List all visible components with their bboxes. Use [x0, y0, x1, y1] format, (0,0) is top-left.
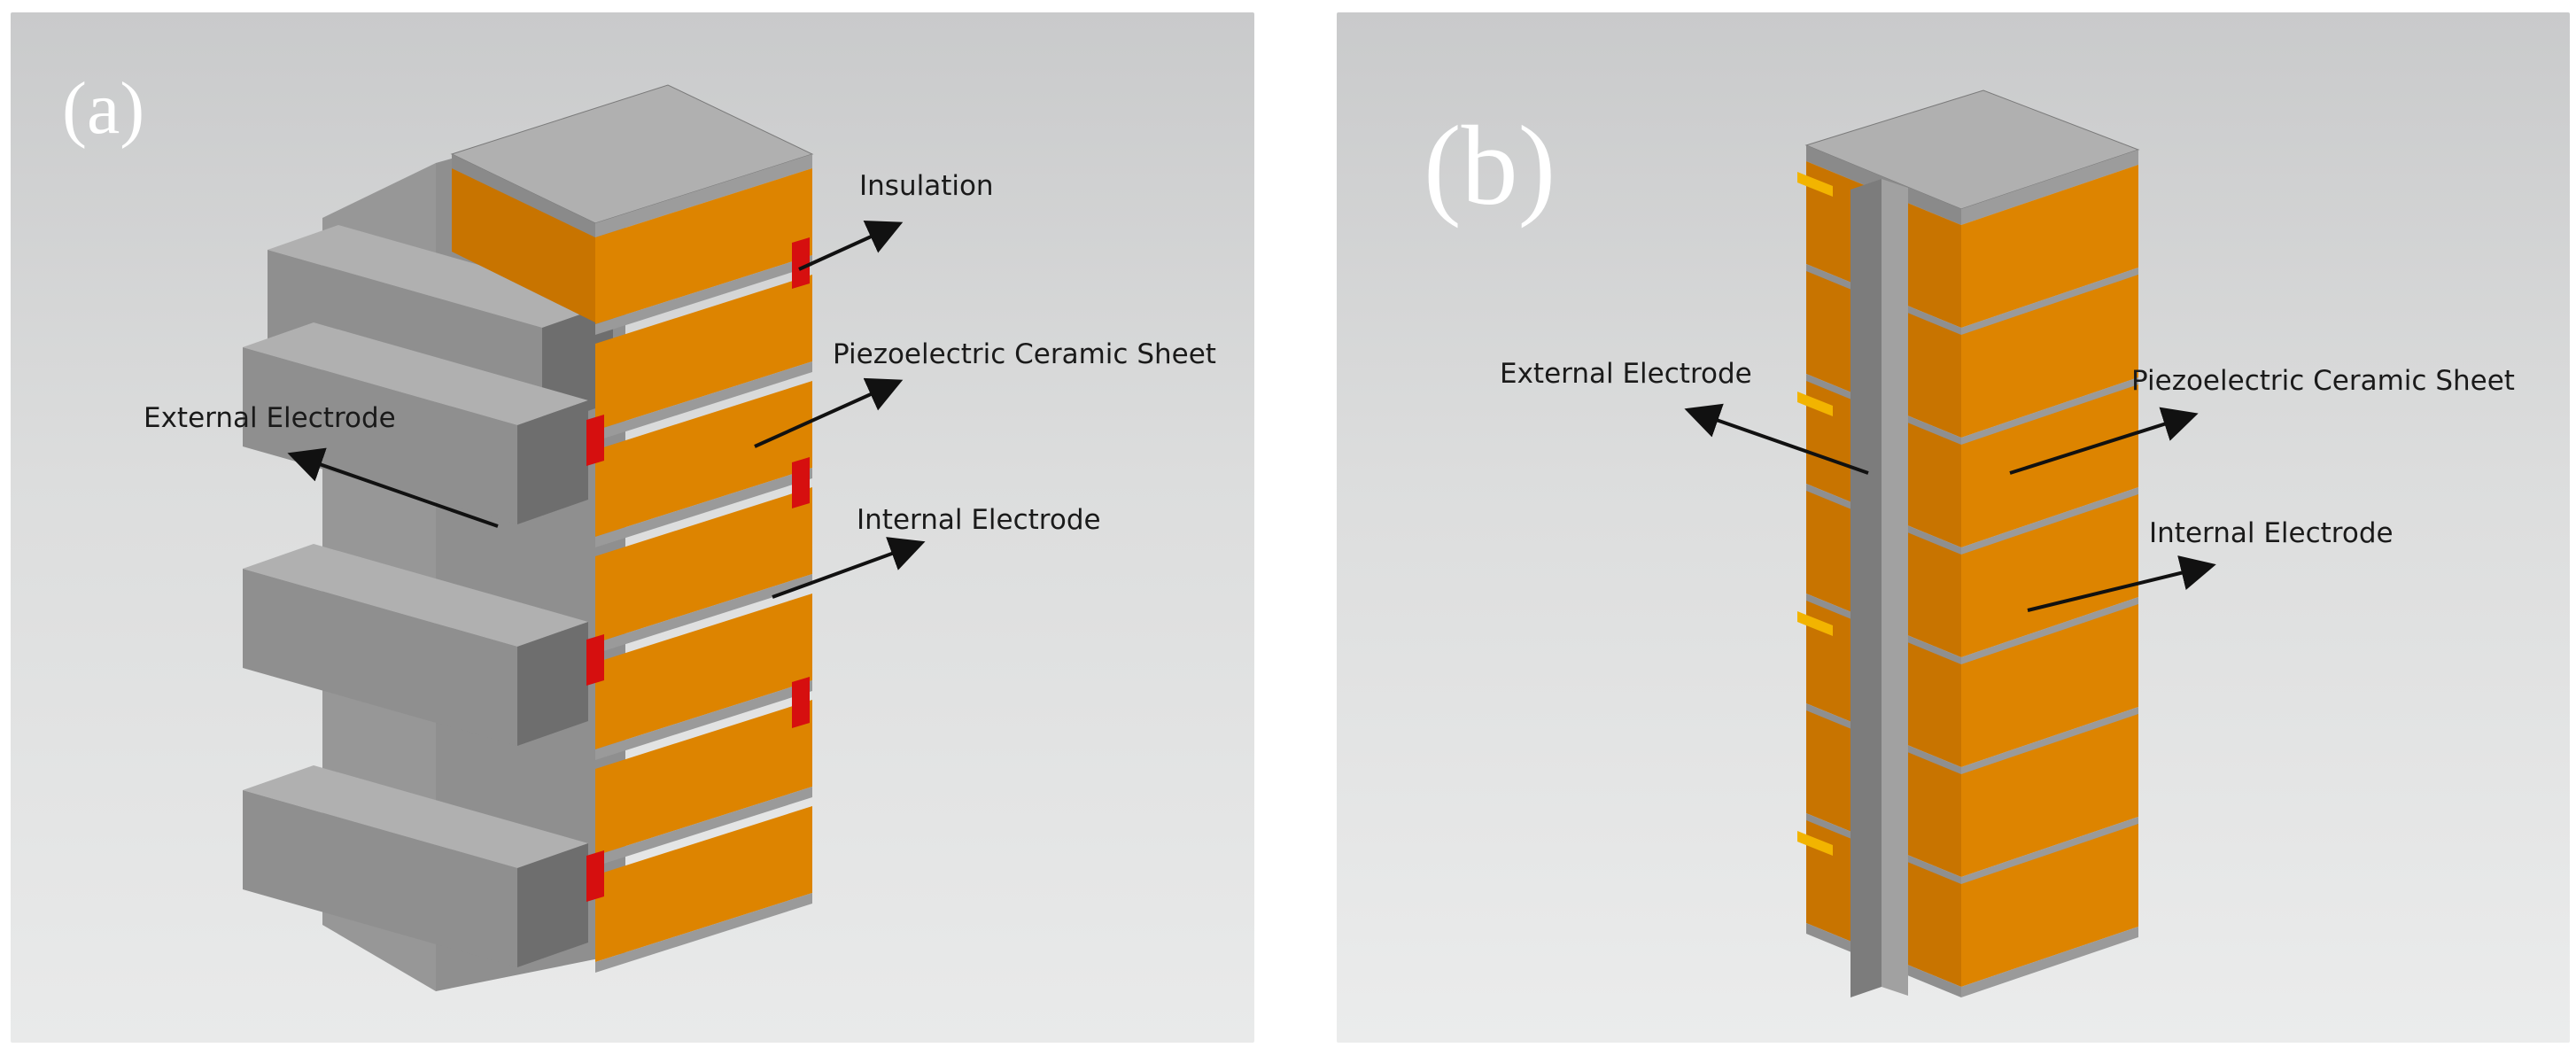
- internal-electrode-a-4: [595, 680, 812, 760]
- external-electrode-finger-face-1: [243, 347, 517, 524]
- ceramic-sheet-a-0: [595, 168, 812, 324]
- internal-electrode-a-2: [595, 468, 812, 547]
- external-electrode-finger-face-3: [243, 790, 517, 967]
- ceramic-sheet-side-top-a: [452, 168, 595, 322]
- insulation-block-4: [792, 677, 810, 728]
- insulation-block-3: [586, 634, 604, 686]
- insulation-block-2: [792, 457, 810, 508]
- callout-external-electrode-b: External Electrode: [1500, 358, 1752, 390]
- internal-electrode-a-6: [595, 893, 812, 973]
- panel-a: (a) Insulation Piezoelectric Ceramic She…: [11, 12, 1254, 1043]
- inner-edge-b-2: [1797, 392, 1833, 416]
- external-electrode-finger-top-3: [243, 765, 588, 868]
- external-electrode-finger-end-1: [517, 400, 588, 524]
- top-cap-front-a: [595, 154, 812, 237]
- external-electrode-finger-end-3: [517, 843, 588, 967]
- ceramic-sheet-b-2: [1961, 384, 2138, 547]
- callout-ceramic-sheet-a: Piezoelectric Ceramic Sheet: [833, 338, 1216, 370]
- arrow-ceramic-a: [754, 377, 904, 448]
- external-electrode-strip-front: [1882, 179, 1908, 996]
- panel-label-a: (a): [62, 67, 145, 150]
- arrow-external-a: [287, 447, 499, 528]
- insulation-block-0: [792, 237, 810, 289]
- stack-diagram-a: [243, 84, 926, 991]
- ceramic-sheet-b-6: [1961, 824, 2138, 987]
- inner-edge-b-0: [1797, 172, 1833, 197]
- ceramic-sheet-b-3: [1961, 494, 2138, 657]
- inner-edge-b-4: [1797, 611, 1833, 636]
- external-electrode-finger-top-1: [243, 322, 588, 425]
- internal-electrode-b-6: [1961, 927, 2138, 997]
- ceramic-sheet-a-5: [595, 700, 812, 856]
- external-electrode-finger-top-2: [243, 544, 588, 647]
- callout-internal-electrode-a: Internal Electrode: [857, 504, 1101, 536]
- external-electrode-finger-face-2: [243, 569, 517, 746]
- inner-edge-b-6: [1797, 831, 1833, 856]
- internal-electrode-a-0: [595, 255, 812, 335]
- callout-insulation: Insulation: [859, 170, 994, 202]
- callout-external-electrode-a: External Electrode: [144, 402, 396, 434]
- stack-diagram-b: [1684, 89, 2216, 997]
- arrow-internal-b: [2027, 555, 2216, 612]
- ceramic-sheet-a-3: [595, 487, 812, 643]
- top-cap-side-a: [452, 154, 595, 237]
- internal-electrode-a-1: [595, 361, 812, 441]
- ceramic-sheet-a-4: [595, 594, 812, 749]
- internal-electrode-a-5: [595, 787, 812, 866]
- panel-b: (b) External Electrode Piezoelectric Cer…: [1337, 12, 2570, 1043]
- ceramic-sheet-b-1: [1961, 275, 2138, 438]
- ceramic-sheet-a-2: [595, 381, 812, 537]
- arrow-ceramic-b: [2009, 407, 2199, 475]
- callout-internal-electrode-b: Internal Electrode: [2149, 517, 2394, 549]
- ceramic-sheet-b-0: [1961, 165, 2138, 328]
- ceramic-sheet-b-5: [1961, 714, 2138, 877]
- insulation-block-1: [586, 415, 604, 466]
- external-electrode-finger-top-0: [268, 225, 613, 328]
- top-cap-front-b: [1961, 150, 2138, 225]
- arrow-external-b: [1684, 403, 1869, 475]
- arrow-insulation: [798, 221, 904, 271]
- ceramic-sheet-a-6: [595, 806, 812, 962]
- ceramic-sheet-a-1: [595, 275, 812, 431]
- external-electrode-finger-end-2: [517, 622, 588, 746]
- insulation-block-5: [586, 850, 604, 902]
- ceramic-sheet-b-4: [1961, 604, 2138, 767]
- internal-electrode-a-3: [595, 574, 812, 654]
- panel-label-b: (b): [1424, 103, 1556, 229]
- external-electrode-strip-side: [1851, 179, 1882, 997]
- arrow-internal-a: [772, 537, 926, 599]
- callout-ceramic-sheet-b: Piezoelectric Ceramic Sheet: [2131, 365, 2515, 397]
